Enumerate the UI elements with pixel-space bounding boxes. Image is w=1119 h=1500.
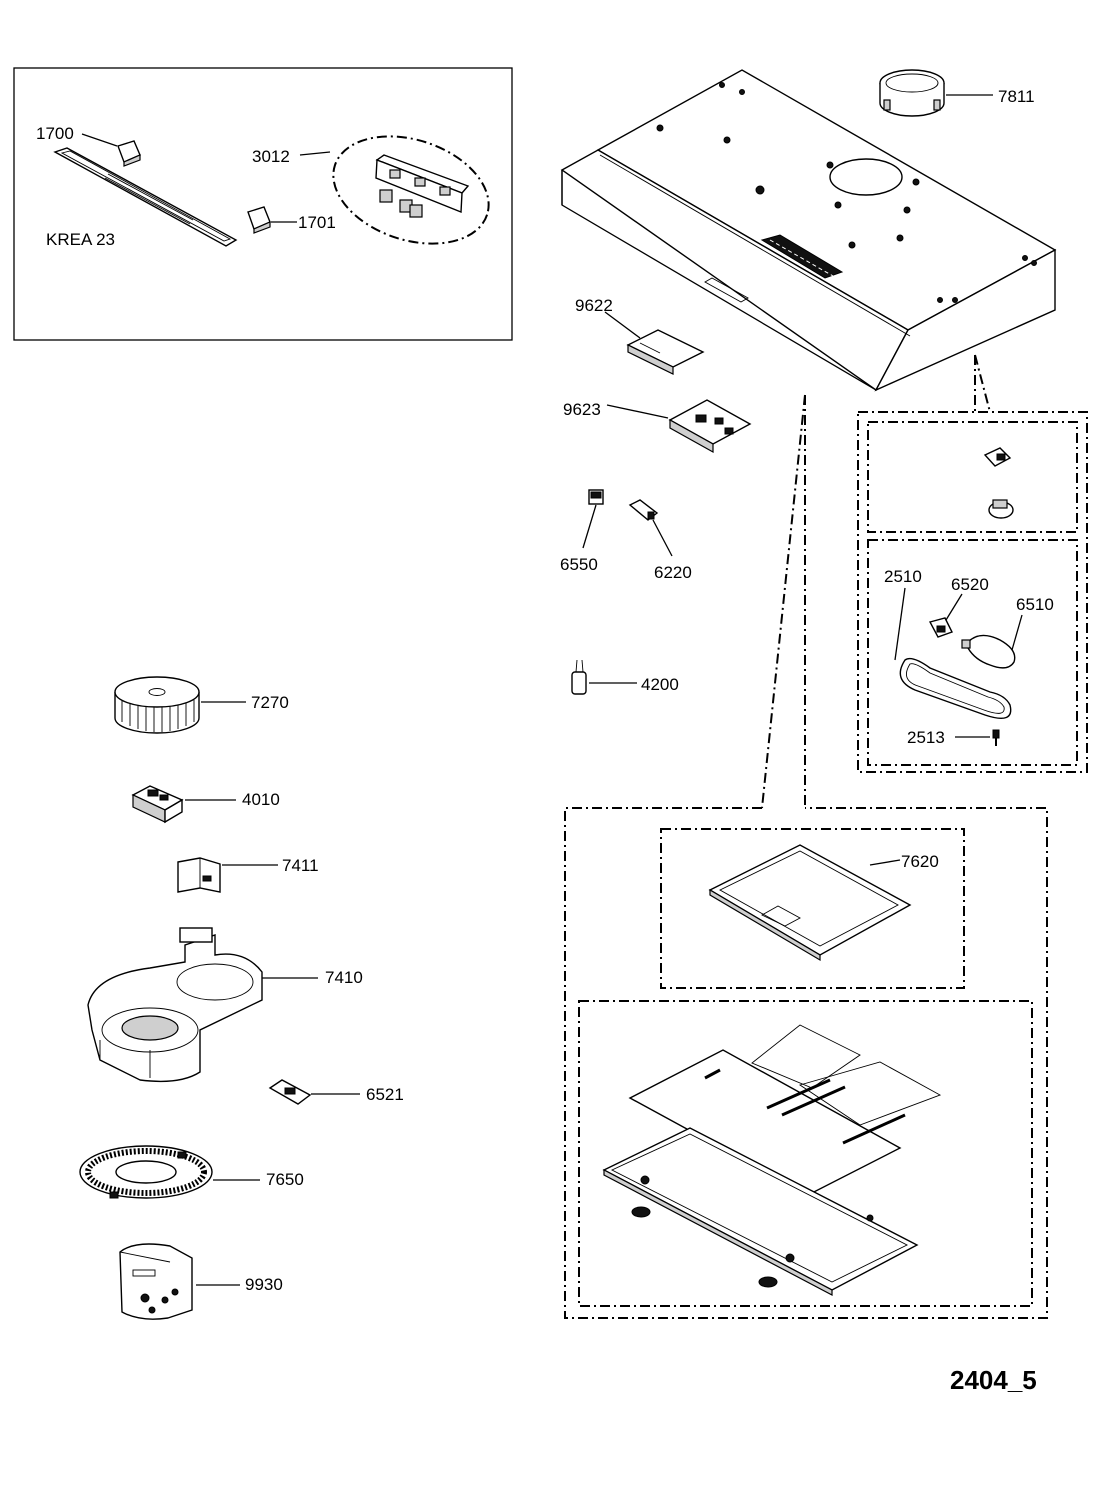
light-outer-box [857, 411, 1088, 773]
label-9930: 9930 [245, 1275, 283, 1294]
front-vent [760, 234, 844, 279]
light-bulb-box [867, 539, 1078, 766]
kit-frame [13, 67, 513, 341]
carbon-filter-sheets [628, 1024, 942, 1196]
part-6550-switch [588, 489, 604, 505]
part-7620-grease-filter [708, 844, 912, 962]
label-7811: 7811 [998, 87, 1035, 106]
control-panel-kit: 1700 1701 KREA 23 3012 [13, 67, 513, 341]
label-4010: 4010 [242, 790, 280, 809]
label-7620: 7620 [901, 852, 939, 871]
part-7410-blower-housing [87, 927, 263, 1083]
part-3012-switch-board [375, 154, 470, 214]
switch-knobs [379, 189, 423, 218]
hood-body [560, 69, 1057, 392]
part-1701-button [247, 206, 271, 234]
kit-label: KREA 23 [46, 230, 115, 249]
label-7411: 7411 [282, 856, 319, 875]
label-7410: 7410 [325, 968, 363, 987]
label-4200: 4200 [641, 675, 679, 694]
label-6220: 6220 [654, 563, 692, 582]
filter-tray [602, 1127, 919, 1296]
light-switch-parts [983, 447, 1014, 519]
part-4010-motor [131, 785, 184, 824]
part-6521-connector [268, 1079, 312, 1105]
part-6220-connector [628, 499, 659, 521]
filter-outer-box [564, 807, 1048, 1319]
control-strip-part [53, 147, 238, 247]
part-2510-lamp-ring [899, 657, 1012, 719]
part-6510-bulb [961, 634, 1016, 669]
label-9623: 9623 [563, 400, 601, 419]
hood-side-face [874, 248, 1056, 392]
label-9622: 9622 [575, 296, 613, 315]
label-2510: 2510 [884, 567, 922, 586]
switch-assembly-group [332, 135, 490, 245]
label-6550: 6550 [560, 555, 598, 574]
label-1700: 1700 [36, 124, 74, 143]
label-6510: 6510 [1016, 595, 1054, 614]
light-switch-box [867, 421, 1078, 533]
label-2513: 2513 [907, 728, 945, 747]
carbon-filter-box [578, 1000, 1033, 1307]
label-6520: 6520 [951, 575, 989, 594]
part-2513-screw [992, 729, 1000, 746]
mounting-holes [656, 82, 1037, 303]
light-assembly-group: 2510 6520 6510 2513 [857, 354, 1088, 773]
part-4200-capacitor [571, 659, 587, 695]
filter-group: 7620 [564, 394, 1048, 1319]
part-1700-button [117, 140, 141, 167]
label-3012: 3012 [252, 147, 290, 166]
part-7811-duct-collar [879, 69, 945, 117]
label-7650: 7650 [266, 1170, 304, 1189]
part-9622-cover [626, 329, 705, 375]
label-1701: 1701 [298, 213, 336, 232]
part-6520-lamp-socket [928, 617, 953, 638]
part-7270-fan-wheel [114, 676, 200, 734]
part-9623-circuit-board [668, 399, 752, 454]
diagram-id: 2404_5 [950, 1365, 1037, 1395]
label-7270: 7270 [251, 693, 289, 712]
part-7650-charcoal-filter [79, 1145, 213, 1199]
part-9930-hardware-bag [119, 1243, 193, 1320]
duct-opening [829, 158, 903, 196]
part-7411-bracket [177, 857, 221, 893]
label-6521: 6521 [366, 1085, 404, 1104]
grease-filter-box [660, 828, 965, 989]
